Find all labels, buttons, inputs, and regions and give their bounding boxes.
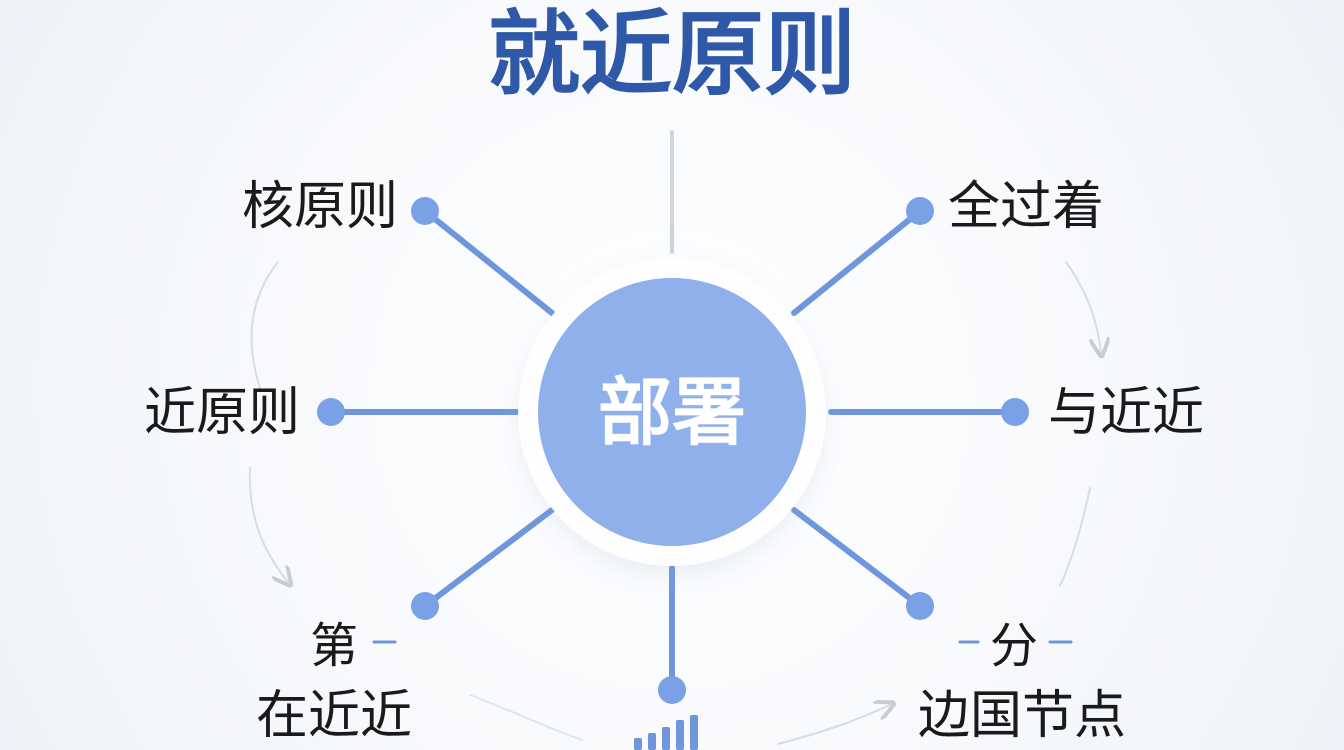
dot-bottom xyxy=(658,676,686,704)
guide-curve-left-upper xyxy=(250,261,279,389)
spoke-dots xyxy=(317,197,1029,704)
dot-top-right xyxy=(906,197,934,225)
guide-curve-right-upper xyxy=(1065,261,1101,352)
node-label-right: 与近近 xyxy=(1048,383,1204,443)
dot-right xyxy=(1001,398,1029,426)
guide-curve-left-lower xyxy=(248,467,288,582)
main-title: 就近原则 xyxy=(488,1,856,108)
bar-chart-icon xyxy=(634,715,698,750)
dot-top-left xyxy=(411,197,439,225)
spoke-bottom-right xyxy=(791,507,923,609)
node-label-bottom-right-line1: 分 xyxy=(990,618,1038,674)
spoke-top-right xyxy=(791,208,923,316)
bar-chart-icon-bar-4 xyxy=(676,720,684,750)
spoke-bottom-left xyxy=(422,507,555,609)
node-label-left: 近原则 xyxy=(144,383,300,443)
bar-chart-icon-bar-5 xyxy=(690,715,698,750)
bar-chart-icon-bar-2 xyxy=(648,733,656,750)
node-label-group-bottom-left: 第 在近近 xyxy=(256,618,412,746)
node-label-bottom-left-line1: 第 xyxy=(310,618,358,674)
node-label-top-right: 全过着 xyxy=(948,177,1104,237)
background-guides xyxy=(248,130,1101,745)
bar-chart-icon-bar-3 xyxy=(662,727,670,750)
node-label-group-bottom-right: 分 边国节点 xyxy=(918,618,1126,746)
guide-curve-bottom-right xyxy=(777,705,890,745)
dot-bottom-right xyxy=(906,592,934,620)
center-node-circle xyxy=(538,278,806,546)
spokes xyxy=(328,208,1018,693)
center-node: 部署 xyxy=(518,258,826,566)
guide-curve-bottom-left xyxy=(469,694,583,741)
node-label-bottom-left-line2: 在近近 xyxy=(256,686,412,746)
guide-curve-right-lower xyxy=(1059,487,1091,587)
bar-chart-icon-bar-1 xyxy=(634,738,642,750)
node-label-bottom-right-line2: 边国节点 xyxy=(918,686,1126,746)
center-node-label: 部署 xyxy=(598,370,746,456)
dot-bottom-left xyxy=(411,592,439,620)
spoke-top-left xyxy=(422,208,555,316)
node-label-top-left: 核原则 xyxy=(242,177,398,237)
dot-left xyxy=(317,398,345,426)
